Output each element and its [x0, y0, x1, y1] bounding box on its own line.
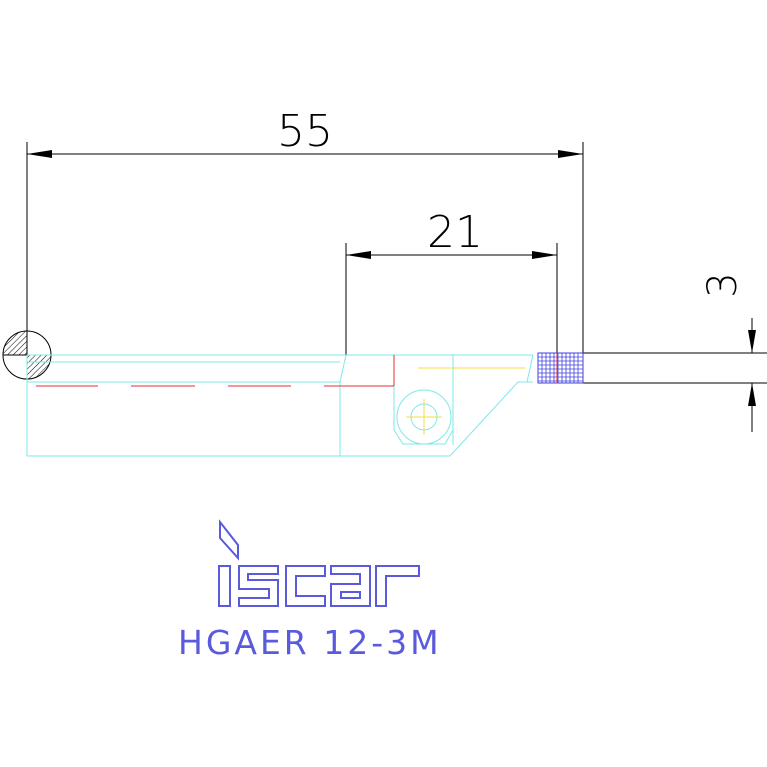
body-step-profile [339, 354, 347, 456]
centerlines [406, 367, 525, 435]
clamp-screw-outer [396, 389, 452, 445]
logo-i-dot [219, 519, 239, 561]
datum-quadrant-top-left [3, 331, 27, 355]
insert-outline [537, 352, 584, 384]
product-model: HGAER 12-3M [178, 623, 442, 662]
tool-body-outline [26, 354, 534, 457]
body-chamfer-inner [526, 354, 534, 383]
dimension-overall-length [26, 142, 584, 355]
dimension-label-3: 3 [700, 272, 746, 297]
logo-letter-a [330, 565, 371, 607]
arrowhead-21-left [346, 251, 371, 259]
arrowhead-3-top [748, 330, 756, 353]
arrowhead-55-right [558, 150, 583, 158]
cutting-insert [537, 352, 584, 384]
dimension-label-55: 55 [277, 106, 333, 157]
logo-letter-i [218, 565, 231, 607]
insert-mesh [538, 353, 583, 383]
body-chamfer [449, 381, 533, 457]
clamp-recess [393, 380, 454, 445]
hidden-lines [36, 355, 395, 387]
arrowhead-21-right [532, 251, 557, 259]
datum-quadrant-bottom-right [27, 355, 51, 379]
dimension-label-21: 21 [427, 207, 483, 258]
dimension-offset-length [345, 243, 558, 355]
logo-letter-c [285, 565, 326, 607]
logo-letter-r [375, 565, 420, 607]
brand-logo: iscar [218, 519, 420, 607]
logo-letter-s [238, 565, 279, 607]
dimension-cutting-width [583, 318, 767, 432]
arrowhead-55-left [27, 150, 52, 158]
arrowhead-3-bottom [748, 383, 756, 406]
